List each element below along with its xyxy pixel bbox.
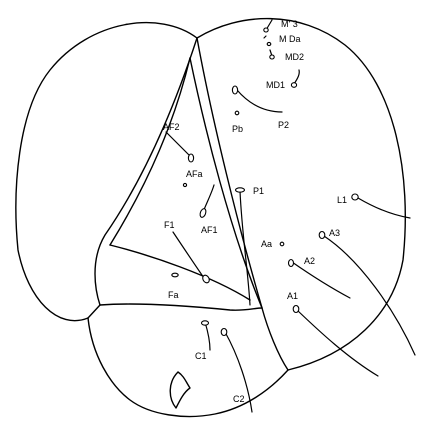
- label-a1: A1: [287, 291, 298, 301]
- label-md1: MD1: [266, 80, 285, 90]
- label-l1: L1: [337, 195, 347, 205]
- socket-afa: [183, 183, 186, 186]
- label-p1: P1: [253, 186, 264, 196]
- seta-af1: [203, 185, 214, 212]
- seta-af2: [166, 132, 190, 156]
- label-md2: MD2: [285, 52, 304, 62]
- clypeus-right-edge: [262, 308, 288, 370]
- label-afa: AFa: [186, 169, 203, 179]
- seta-md1: [294, 70, 299, 84]
- label-f1: F1: [164, 220, 175, 230]
- frons-inner-left: [110, 58, 190, 245]
- clypeal-line: [100, 304, 262, 310]
- label-md3: M' 3: [281, 19, 298, 29]
- left-lobe-outline: [16, 23, 197, 321]
- labrum-left-edge: [88, 305, 100, 318]
- socket-a3: [319, 232, 325, 239]
- label-pb: Pb: [232, 124, 243, 134]
- socket-fa: [172, 273, 178, 277]
- socket-aa: [280, 242, 284, 246]
- capsule-outlines: [16, 19, 405, 417]
- setal-sockets: [172, 28, 358, 336]
- socket-l1: [352, 194, 358, 200]
- socket-c2: [221, 329, 227, 336]
- socket-pb: [235, 111, 239, 115]
- label-af2: AF2: [163, 122, 180, 132]
- seta-f1: [173, 232, 204, 278]
- frons-inner-base: [110, 245, 250, 300]
- socket-c1: [202, 321, 209, 325]
- socket-md2: [270, 55, 274, 59]
- socket-a1: [293, 306, 299, 313]
- label-c1: C1: [195, 351, 207, 361]
- socket-mda: [267, 42, 271, 45]
- seta-a1: [297, 310, 378, 376]
- label-af1: AF1: [201, 225, 218, 235]
- label-mda: M Da: [279, 34, 301, 44]
- right-lobe-outline: [197, 19, 405, 370]
- frons-left-arm: [95, 38, 197, 305]
- socket-p1: [236, 188, 245, 192]
- label-a2: A2: [304, 256, 315, 266]
- seta-labels: M' 3 M Da MD2 MD1 P2 Pb AF2 AFa P1 L1 AF…: [163, 19, 347, 404]
- socket-md3: [264, 28, 268, 32]
- label-fa: Fa: [168, 290, 179, 300]
- labrum-outline: [88, 318, 288, 416]
- socket-md1: [291, 83, 296, 88]
- seta-p1: [240, 191, 250, 305]
- seta-p2: [237, 90, 282, 112]
- socket-p2: [232, 86, 237, 94]
- label-p2: P2: [278, 120, 289, 130]
- seta-a2: [292, 262, 350, 298]
- seta-c1: [205, 322, 210, 350]
- socket-a2: [289, 260, 294, 267]
- seta-l1: [358, 198, 410, 218]
- median-suture-2: [197, 38, 262, 308]
- label-c2: C2: [233, 394, 245, 404]
- seta-a3: [324, 236, 415, 355]
- socket-af2: [188, 154, 193, 162]
- label-a3: A3: [329, 228, 340, 238]
- label-aa: Aa: [261, 239, 272, 249]
- socket-af1: [199, 208, 207, 218]
- seta-mda: [264, 36, 266, 38]
- labral-notch: [170, 372, 190, 408]
